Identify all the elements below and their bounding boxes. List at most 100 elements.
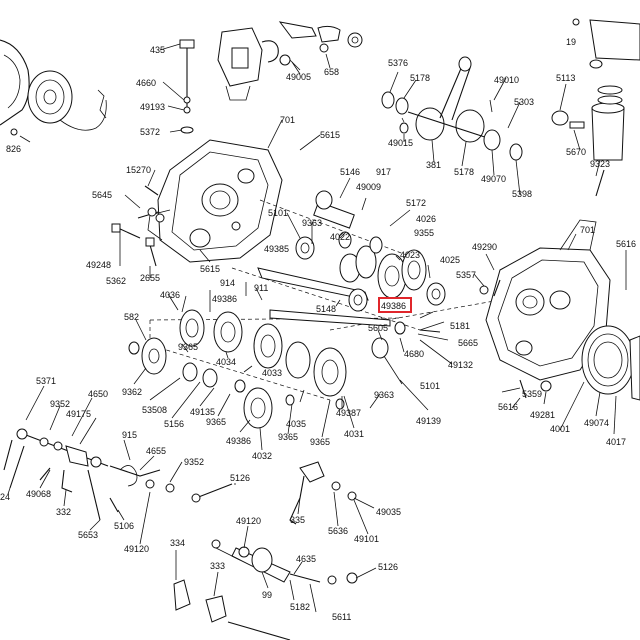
label-5616-bottom: 5616 [498,402,518,412]
label-911: 911 [254,283,268,293]
label-9362: 9362 [122,387,142,397]
highlight-box-49386 [378,297,412,313]
label-5357: 5357 [456,270,476,280]
label-5372: 5372 [140,127,160,137]
lower-gear-cluster [179,309,441,429]
label-5665: 5665 [458,338,478,348]
label-49035: 49035 [376,507,401,517]
label-4036: 4036 [160,290,180,300]
label-5101-bottom: 5101 [420,381,440,391]
label-5156: 5156 [164,419,184,429]
label-4655: 4655 [146,446,166,456]
label-49386-highlighted[interactable]: 49386 [381,301,406,311]
label-49387: 49387 [336,408,361,418]
label-915: 915 [122,430,137,440]
label-4023: 4023 [400,250,420,260]
label-9352-right: 9352 [184,457,204,467]
clutch-drawing [519,325,640,401]
label-5181: 5181 [450,321,470,331]
label-914: 914 [220,278,235,288]
label-5126-top: 5126 [230,473,250,483]
leader-lines [7,43,627,613]
label-49068: 49068 [26,489,51,499]
label-5148: 5148 [316,304,336,314]
label-9323: 9323 [590,159,610,169]
label-5106: 5106 [114,521,134,531]
label-49248: 49248 [86,260,111,270]
label-5359: 5359 [522,389,542,399]
label-5178-top: 5178 [410,73,430,83]
label-826: 826 [6,144,21,154]
label-332: 332 [56,507,71,517]
label-4031: 4031 [344,429,364,439]
label-15270: 15270 [126,165,151,175]
label-5398: 5398 [512,189,532,199]
label-49386-bottom: 49386 [226,436,251,446]
label-49385: 49385 [264,244,289,254]
label-9363-bottom: 9363 [374,390,394,400]
shift-drum-drawing [173,461,358,640]
label-5362: 5362 [106,276,126,286]
label-5616-top: 5616 [616,239,636,249]
label-49139: 49139 [416,416,441,426]
label-658: 658 [324,67,339,77]
label-5615-top: 5615 [320,130,340,140]
throttle-rod-drawing [179,39,195,134]
label-9363-top: 9363 [302,218,322,228]
magneto-cover-drawing [0,39,107,136]
label-5146: 5146 [340,167,360,177]
label-335: 335 [290,515,305,525]
label-5371: 5371 [36,376,56,386]
label-49015: 49015 [388,138,413,148]
label-701-right: 701 [580,225,595,235]
label-9365-c: 9365 [278,432,298,442]
upper-gear-cluster [339,236,446,306]
label-5670: 5670 [566,147,586,157]
label-4033: 4033 [262,368,282,378]
label-4034: 4034 [216,357,236,367]
label-334: 334 [170,538,185,548]
label-5303: 5303 [514,97,534,107]
label-49005: 49005 [286,72,311,82]
label-5182: 5182 [290,602,310,612]
label-4001: 4001 [550,424,570,434]
kickstart-shift-drawing [3,428,175,521]
label-701-left: 701 [280,115,295,125]
label-49135: 49135 [190,407,215,417]
label-4680: 4680 [404,349,424,359]
drive-sprocket-drawing [128,337,167,375]
label-4026: 4026 [416,214,436,224]
label-4635: 4635 [296,554,316,564]
label-49175: 49175 [66,409,91,419]
label-5376: 5376 [388,58,408,68]
label-99: 99 [262,590,272,600]
label-5101-top: 5101 [268,208,288,218]
crankcase-left-drawing [147,139,283,263]
label-49120-left: 49120 [124,544,149,554]
label-4017: 4017 [606,437,626,447]
label-5172: 5172 [406,198,426,208]
label-49386-left: 49386 [212,294,237,304]
label-49281: 49281 [530,410,555,420]
label-49010: 49010 [494,75,519,85]
crankshaft-piston-drawing [381,18,640,197]
label-49074: 49074 [584,418,609,428]
left-bolts-drawing [111,185,159,267]
label-5113: 5113 [556,73,575,83]
label-49193: 49193 [140,102,165,112]
label-5605: 5605 [368,323,388,333]
label-917: 917 [376,167,391,177]
label-4660: 4660 [136,78,156,88]
label-19: 19 [566,37,576,47]
label-53508: 53508 [142,405,167,415]
crankcase-right-drawing [479,219,611,381]
label-5611: 5611 [332,612,351,622]
label-49009: 49009 [356,182,381,192]
label-4025: 4025 [440,255,460,265]
label-5636: 5636 [328,526,348,536]
label-4032: 4032 [252,451,272,461]
label-9352-left: 9352 [50,399,70,409]
label-2655: 2655 [140,273,160,283]
label-49290: 49290 [472,242,497,252]
carburetor-drawing [217,21,363,101]
